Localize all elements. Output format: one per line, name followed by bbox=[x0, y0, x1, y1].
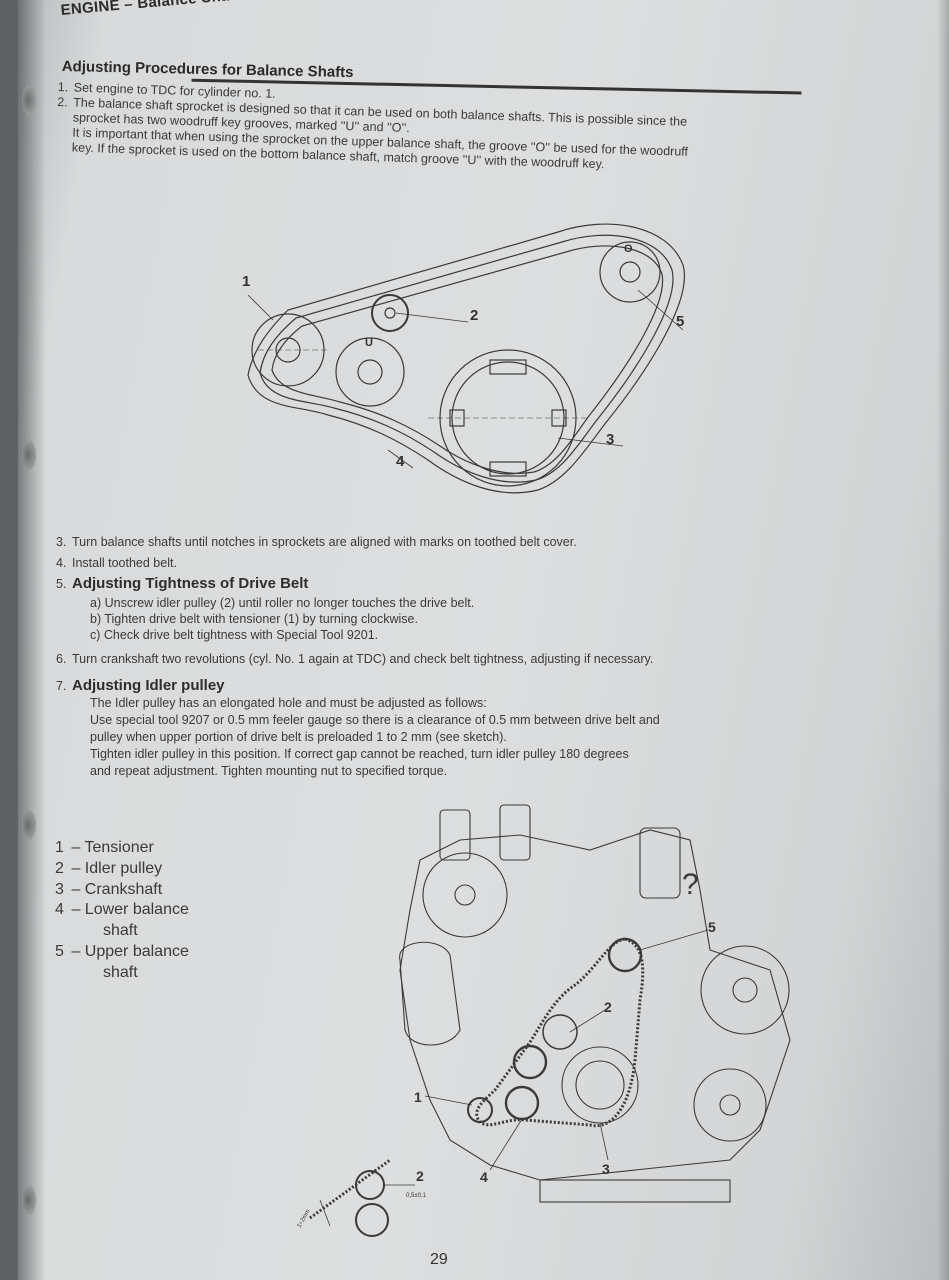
crank-notch bbox=[489, 359, 527, 375]
binder-hole bbox=[22, 85, 36, 115]
binder-hole bbox=[22, 1185, 36, 1215]
tensioner-engine bbox=[512, 1044, 548, 1080]
sketch-preload-marker bbox=[319, 1199, 331, 1227]
page-edge bbox=[937, 0, 949, 1280]
legend-item-lower-balance: 4 – Lower balance bbox=[55, 901, 189, 919]
binder-hole bbox=[22, 440, 36, 470]
callout-line-2 bbox=[395, 312, 469, 323]
callout-3: 3 bbox=[602, 1161, 610, 1177]
manual-page bbox=[18, 0, 949, 1280]
toothed-belt bbox=[475, 937, 645, 1128]
upper-balance-hub bbox=[619, 261, 641, 283]
callout-1: 1 bbox=[242, 273, 250, 290]
sketch-callout-2: 2 bbox=[416, 1168, 424, 1184]
step-7-title: Adjusting Idler pulley bbox=[72, 677, 225, 694]
callout-2: 2 bbox=[470, 307, 478, 324]
crankshaft-inner bbox=[575, 1060, 625, 1110]
callout-line-3 bbox=[557, 437, 624, 447]
idler-hub bbox=[384, 307, 396, 319]
engine-outline bbox=[399, 829, 791, 1181]
step-6: 6.Turn crankshaft two revolutions (cyl. … bbox=[56, 652, 654, 666]
legend-item-crankshaft: 3 – Crankshaft bbox=[55, 880, 163, 898]
lower-balance-shaft bbox=[504, 1085, 540, 1121]
alternator-hub bbox=[732, 977, 758, 1003]
lower-balance-hub bbox=[357, 359, 383, 385]
mark-o: O bbox=[624, 243, 633, 255]
lower-balance-sprocket bbox=[335, 337, 405, 407]
callout-1: 1 bbox=[414, 1089, 422, 1105]
sketch-preload-label: 1÷2mm bbox=[297, 1209, 312, 1229]
page-header: ENGINE – Balance Shafts bbox=[60, 0, 250, 19]
crank-notch bbox=[489, 461, 527, 477]
callout-line-5 bbox=[637, 289, 684, 331]
callout-5: 5 bbox=[676, 313, 684, 330]
alternator-fan bbox=[700, 945, 790, 1035]
section-title: Adjusting Procedures for Balance Shafts bbox=[61, 58, 354, 82]
crankshaft-pulley bbox=[561, 1046, 639, 1124]
camshaft-hub bbox=[454, 884, 476, 906]
belt-mid bbox=[259, 234, 674, 483]
step-3: 3.Turn balance shafts until notches in s… bbox=[56, 535, 577, 549]
callout-line-5 bbox=[639, 929, 709, 951]
belt-inner bbox=[271, 245, 664, 474]
intake-part bbox=[439, 809, 471, 861]
callout-line-1 bbox=[424, 1095, 473, 1106]
step-4: 4.Install toothed belt. bbox=[56, 556, 177, 570]
engine-belt-diagram: 1 2 3 4 5 2 ? 0,5±0,1 1÷2mm bbox=[297, 804, 791, 1237]
legend-item-tensioner: 1 – Tensioner bbox=[55, 839, 154, 856]
sketch-gap-label: 0,5±0,1 bbox=[406, 1193, 427, 1199]
oil-filter bbox=[399, 941, 461, 1046]
belt-outer bbox=[247, 223, 685, 494]
callout-line-3 bbox=[599, 1122, 609, 1161]
callout-line-2 bbox=[569, 1009, 606, 1033]
legend-item-idler: 2 – Idler pulley bbox=[55, 859, 163, 877]
step-5: 5.Adjusting Tightness of Drive Belt bbox=[56, 575, 309, 592]
tensioner-roller bbox=[467, 1097, 493, 1123]
step-7: 7.Adjusting Idler pulley bbox=[56, 677, 225, 694]
callout-4: 4 bbox=[396, 453, 405, 470]
callout-line-4 bbox=[387, 449, 414, 469]
camshaft-pulley bbox=[422, 852, 508, 938]
callout-5: 5 bbox=[708, 919, 716, 935]
callout-line-4 bbox=[489, 1118, 523, 1171]
component-legend: 1 – Tensioner 2 – Idler pulley 3 – Crank… bbox=[55, 839, 189, 981]
balance-shaft-belt-diagram: 1 2 3 4 5 O U bbox=[242, 223, 685, 494]
step-5-title: Adjusting Tightness of Drive Belt bbox=[72, 575, 309, 592]
idler-pulley-engine bbox=[542, 1014, 578, 1050]
sketch-belt bbox=[309, 1158, 391, 1220]
upper-balance-sprocket bbox=[599, 241, 661, 303]
callout-3: 3 bbox=[606, 431, 614, 448]
idler-pulley bbox=[371, 294, 409, 332]
page-number: 29 bbox=[430, 1251, 448, 1268]
binder-hole bbox=[22, 810, 36, 840]
mark-u: U bbox=[365, 337, 373, 349]
engine-base bbox=[539, 1179, 731, 1203]
steps-intro: 1.Set engine to TDC for cylinder no. 1. … bbox=[56, 80, 798, 178]
legend-item-upper-balance: 5 – Upper balance bbox=[55, 942, 189, 960]
callout-2: 2 bbox=[604, 999, 612, 1015]
ac-hub bbox=[719, 1094, 741, 1116]
callout-4: 4 bbox=[480, 1169, 488, 1185]
throttle-body bbox=[639, 827, 681, 899]
question-mark: ? bbox=[682, 868, 699, 901]
ac-compressor bbox=[693, 1068, 767, 1142]
intake-part bbox=[499, 804, 531, 861]
callout-line-1 bbox=[247, 294, 274, 321]
sketch-sprocket bbox=[355, 1203, 389, 1237]
binding-shadow bbox=[18, 0, 46, 1280]
